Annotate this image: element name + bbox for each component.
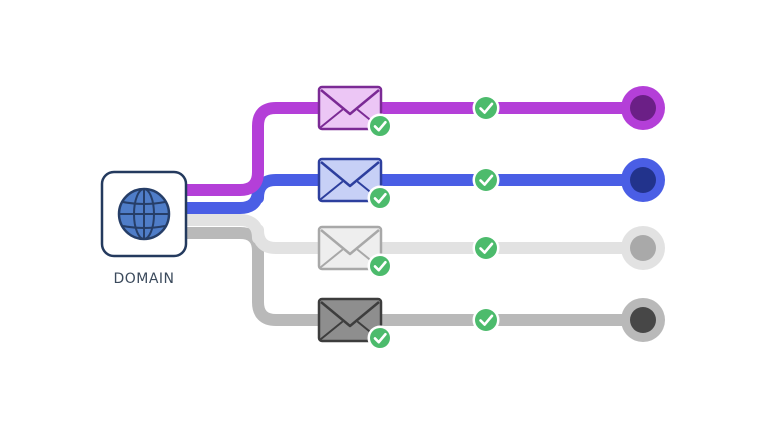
check-icon (472, 306, 500, 334)
envelope-icon (317, 157, 383, 203)
envelope-icon (317, 225, 383, 271)
destination-node-icon (621, 158, 665, 202)
connector-line-light-gray (180, 214, 649, 254)
connector-line-dark-gray (180, 227, 649, 326)
envelope-icon (317, 297, 383, 343)
route-light-gray (317, 225, 665, 279)
destination-node-icon (621, 86, 665, 130)
check-icon (472, 166, 500, 194)
domain-label: DOMAIN (113, 271, 175, 287)
connector-line-blue (180, 174, 649, 214)
route-dark-gray (317, 297, 665, 351)
domain-box (100, 170, 188, 258)
envelope-check-icon (367, 185, 393, 211)
route-blue (317, 157, 665, 211)
connector-line-purple (180, 102, 649, 196)
destination-node-icon (621, 298, 665, 342)
check-icon (472, 94, 500, 122)
check-icon (472, 234, 500, 262)
connector-lines (180, 102, 649, 326)
route-purple (317, 85, 665, 139)
envelope-check-icon (367, 325, 393, 351)
envelope-check-icon (367, 113, 393, 139)
envelope-check-icon (367, 253, 393, 279)
destination-node-icon (621, 226, 665, 270)
globe-icon (117, 187, 171, 241)
